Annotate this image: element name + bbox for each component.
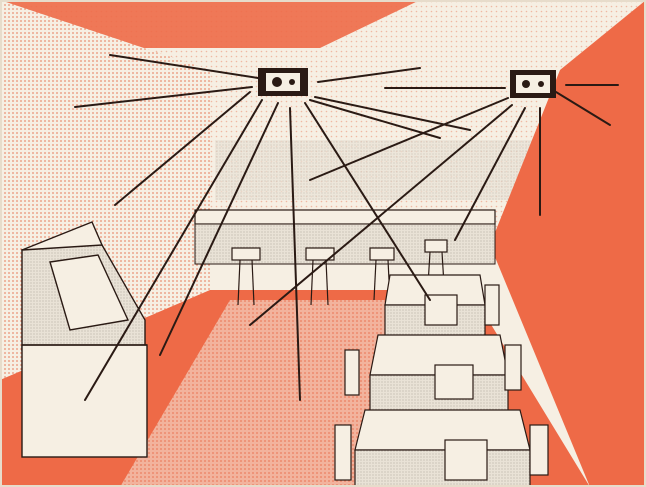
dining-table	[355, 410, 530, 450]
dining-chair	[485, 285, 499, 325]
dining-chair	[335, 425, 351, 480]
diner-counter-top	[195, 210, 495, 224]
ceiling-speaker-right	[510, 70, 556, 98]
dining-chair	[505, 345, 521, 390]
back-wall-panel	[215, 140, 535, 200]
dining-chair	[530, 425, 548, 475]
dining-chair	[445, 440, 487, 480]
ceiling-speaker-left	[258, 68, 308, 96]
dining-table-front	[355, 450, 530, 487]
jukebox-base	[22, 345, 147, 457]
dining-chair	[435, 365, 473, 399]
dining-chair	[345, 350, 359, 395]
